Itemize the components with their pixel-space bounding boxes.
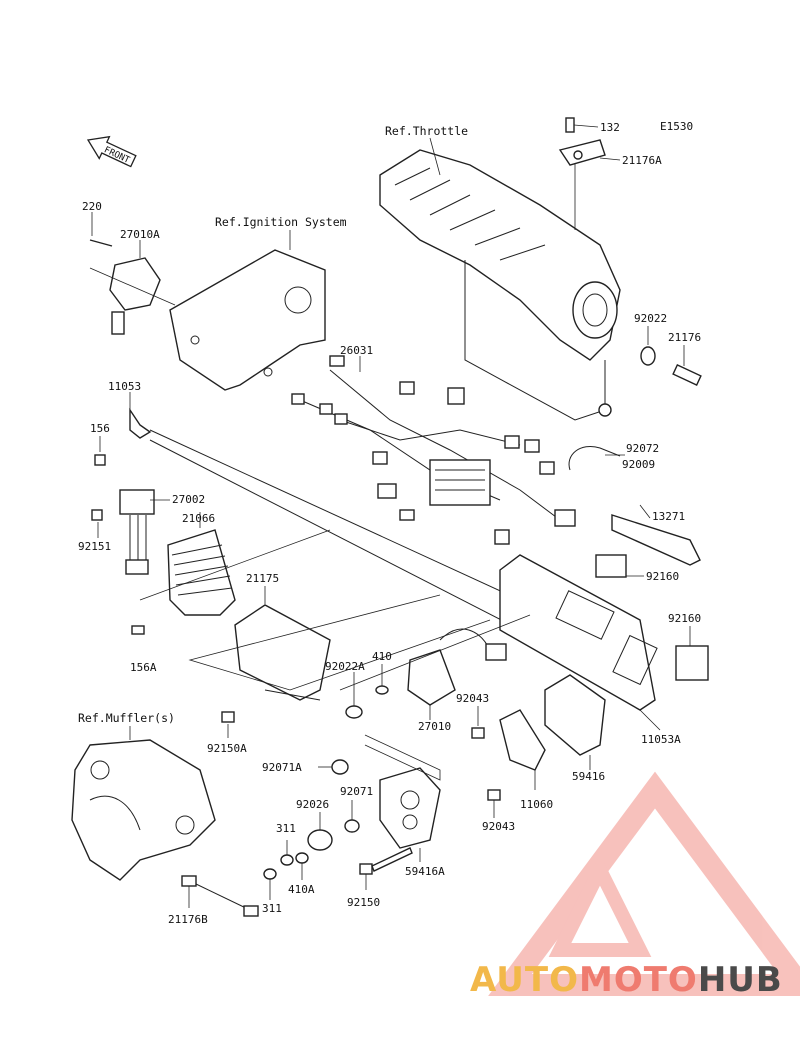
part-label: 21176	[668, 331, 701, 344]
part-label: 410A	[288, 883, 315, 896]
ignition-bracket	[169, 249, 326, 391]
front-arrow-icon: FRONT	[86, 135, 137, 168]
part-label: 92043	[482, 820, 515, 833]
housing-59416a	[379, 767, 441, 849]
part-label: 92026	[296, 798, 329, 811]
ref-throttle: Ref.Throttle	[385, 124, 468, 138]
part-label: 220	[82, 200, 102, 213]
part-label: 156A	[130, 661, 157, 674]
regulator-21066	[167, 529, 236, 616]
ref-muffler: Ref.Muffler(s)	[78, 711, 175, 725]
part-label: 132	[600, 121, 620, 134]
part-label: 92043	[456, 692, 489, 705]
part-label: 311	[276, 822, 296, 835]
muffler	[71, 739, 216, 881]
part-label: 92009	[622, 458, 655, 471]
automotohub-watermark: AUTOMOTOHUB	[470, 960, 800, 1010]
part-label: 92150A	[207, 742, 247, 755]
part-label: 311	[262, 902, 282, 915]
part-label: 21175	[246, 572, 279, 585]
part-label: 59416	[572, 770, 605, 783]
part-label: 410	[372, 650, 392, 663]
part-label: 21176A	[622, 154, 662, 167]
bracket-11053	[129, 407, 658, 711]
part-label: 92071A	[262, 761, 302, 774]
part-label: 11053A	[641, 733, 681, 746]
part-label: 11060	[520, 798, 553, 811]
sensor-21176b	[181, 875, 259, 917]
watermark-hub: HUB	[697, 960, 783, 1000]
diagram-code: E1530	[660, 120, 693, 133]
ref-ignition: Ref.Ignition System	[215, 215, 347, 229]
part-label: 92022A	[325, 660, 365, 673]
part-label: 92151	[78, 540, 111, 553]
part-label: 21176B	[168, 913, 208, 926]
wiring-harness-26031	[291, 355, 576, 545]
part-label: 27010A	[120, 228, 160, 241]
relay-27010a	[109, 257, 161, 335]
part-label: 156	[90, 422, 110, 435]
part-label: 59416A	[405, 865, 445, 878]
ecu-21175	[234, 604, 331, 701]
part-label: 26031	[340, 344, 373, 357]
automotohub-logo	[488, 771, 800, 996]
part-label: 92071	[340, 785, 373, 798]
solenoid-27010	[407, 628, 507, 706]
relay-27002	[119, 489, 155, 575]
part-label: 27010	[418, 720, 451, 733]
part-label: 13271	[652, 510, 685, 523]
sensor-21176a	[558, 117, 606, 166]
cover-59416	[499, 674, 606, 771]
part-label: 92160	[668, 612, 701, 625]
part-label: 92150	[347, 896, 380, 909]
part-label: 92160	[646, 570, 679, 583]
part-label: 92072	[626, 442, 659, 455]
watermark-auto: AUTO	[470, 960, 579, 1000]
part-label: 92022	[634, 312, 667, 325]
throttle-body	[379, 149, 621, 421]
part-label: 21066	[182, 512, 215, 525]
watermark-moto: MOTO	[578, 960, 698, 1000]
sensor-21176	[672, 364, 702, 386]
part-label: 27002	[172, 493, 205, 506]
part-label: 11053	[108, 380, 141, 393]
